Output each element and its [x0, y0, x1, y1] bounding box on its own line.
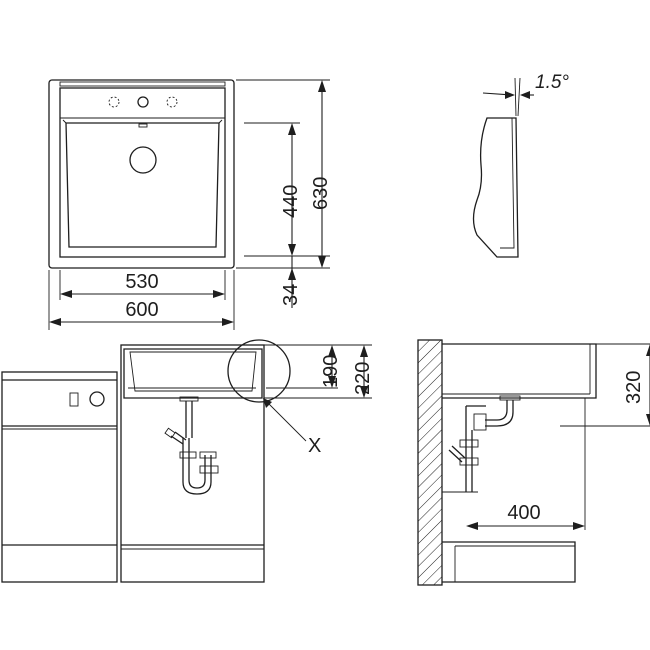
label-530: 530	[125, 271, 158, 293]
top-view: 630 440 34 530 600	[48, 79, 332, 330]
label-detail-x: X	[308, 435, 321, 457]
arrow-34	[288, 268, 296, 280]
label-400: 400	[507, 502, 540, 524]
sink-basin-inner	[129, 351, 257, 392]
waste-elbow	[485, 400, 514, 427]
label-440: 440	[280, 185, 302, 218]
washing-machine	[1, 371, 118, 583]
arrow-630-bottom	[318, 256, 326, 268]
machine-knob-icon	[89, 391, 105, 407]
rear-rim	[59, 81, 226, 87]
siphon-nut-left	[179, 451, 197, 459]
arrow-220-bottom	[360, 386, 368, 398]
vanity-cabinet	[120, 344, 265, 583]
profile-inner-line	[500, 117, 515, 249]
appliance-inlet	[170, 431, 187, 445]
label-34: 34	[280, 284, 302, 306]
trap-vertical	[465, 406, 473, 492]
arrow-600-left	[49, 318, 61, 326]
arrow-190-top	[328, 345, 336, 357]
waste-flange	[179, 396, 199, 402]
inlet-cap	[164, 427, 176, 439]
label-600: 600	[125, 299, 158, 321]
label-630: 630	[310, 177, 332, 210]
arrow-440-top	[288, 123, 296, 135]
tap-hole-center-icon	[137, 96, 149, 108]
arrow-320-top	[646, 344, 650, 356]
detail-circle	[227, 339, 291, 403]
sink-outline	[48, 79, 235, 269]
tap-hole-right-icon	[166, 96, 178, 108]
angle-ref-line-2	[517, 77, 521, 117]
tap-hole-left-icon	[108, 96, 120, 108]
arrow-angle-right	[520, 91, 530, 99]
trap-nut-3	[459, 457, 479, 466]
drain-hole-icon	[129, 146, 157, 174]
arrow-530-right	[213, 290, 225, 298]
arrow-530-left	[60, 290, 72, 298]
angle-ref-line-1	[514, 77, 517, 117]
arrow-400-left	[466, 522, 478, 530]
side-profile-view: 1.5°	[472, 72, 569, 258]
tailpiece	[185, 401, 193, 438]
arrow-320-bottom	[646, 414, 650, 426]
siphon-bend-inner	[188, 438, 206, 489]
arrow-400-right	[573, 522, 585, 530]
profile-outline	[472, 117, 519, 258]
side-install-view: 320 400	[417, 339, 650, 586]
basin-outline	[65, 122, 220, 248]
waste-flange-side	[499, 395, 521, 401]
label-320: 320	[623, 371, 645, 404]
wall-hatched	[417, 339, 443, 586]
siphon-connector	[199, 465, 219, 474]
sink-front-body	[123, 348, 263, 399]
detail-leader-line	[264, 399, 307, 442]
arrow-220-top	[360, 345, 368, 357]
sink-side-body	[442, 343, 597, 399]
machine-display-icon	[69, 392, 79, 407]
trap-inlet	[448, 445, 466, 463]
label-190: 190	[320, 355, 342, 388]
arrow-630-top	[318, 80, 326, 92]
arrow-190-bottom	[328, 376, 336, 388]
cabinet-side	[442, 541, 576, 583]
label-220: 220	[352, 362, 374, 395]
label-angle: 1.5°	[535, 72, 569, 93]
front-install-view: X 190 220	[1, 339, 374, 583]
arrow-600-right	[222, 318, 234, 326]
detail-leader-arrow	[263, 398, 272, 408]
basin-corner-lines	[62, 119, 223, 124]
siphon-nut-right	[199, 451, 217, 459]
siphon-bend	[182, 438, 212, 495]
sink-top-surface	[59, 87, 226, 258]
arrow-440-bottom	[288, 244, 296, 256]
arrow-angle-left	[505, 91, 515, 99]
trap-nut-2	[459, 439, 479, 448]
trap-nut	[473, 413, 487, 431]
overflow-slot	[138, 123, 148, 128]
